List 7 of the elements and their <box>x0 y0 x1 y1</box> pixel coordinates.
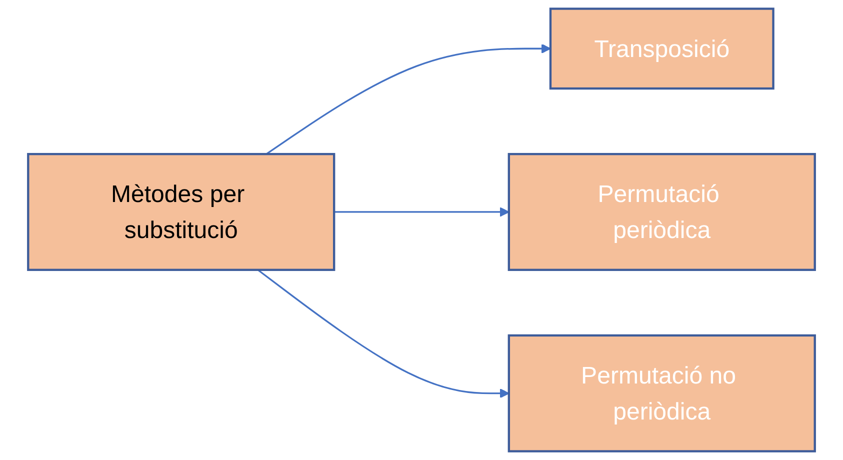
arrow <box>257 269 510 398</box>
arrow <box>334 207 510 217</box>
node-box: Mètodes per substitució <box>27 152 336 271</box>
arrow <box>266 44 551 155</box>
node-box: Permutació periòdica <box>508 152 816 271</box>
node-box: Permutació no periòdica <box>508 334 816 452</box>
node-box: Transposició <box>549 8 774 90</box>
